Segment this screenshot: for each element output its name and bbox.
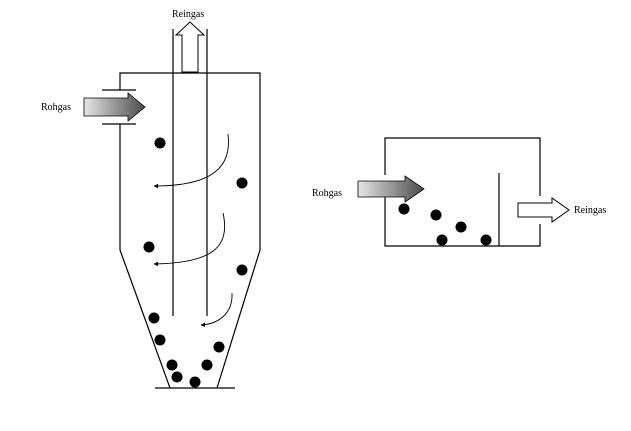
settling-chamber: Rohgas Reingas	[312, 137, 606, 247]
dust-particle	[148, 312, 160, 324]
dust-particle	[143, 241, 155, 253]
chamber-inlet-label: Rohgas	[312, 188, 342, 199]
dust-particle	[236, 264, 248, 276]
chamber-walls	[384, 137, 541, 247]
chamber-outlet-label: Reingas	[574, 205, 606, 216]
dust-particle	[436, 234, 448, 246]
cyclone-particles	[143, 137, 248, 388]
dust-particle	[189, 376, 201, 388]
cyclone-left-wall	[119, 124, 171, 389]
dust-particle	[430, 209, 442, 221]
dust-particle	[480, 234, 492, 246]
chamber-top-wall	[384, 137, 541, 196]
chamber-bottom-wall	[384, 190, 541, 247]
dust-particle	[213, 341, 225, 353]
cyclone-right-wall	[119, 72, 261, 389]
cyclone-swirl-arrows	[153, 133, 233, 328]
cyclone-inlet-arrow	[83, 92, 146, 122]
swirl-arrow	[200, 292, 233, 328]
swirl-arrow	[153, 133, 229, 189]
dust-particle	[154, 137, 166, 149]
dust-particle	[236, 177, 248, 189]
dust-particle	[166, 359, 178, 371]
chamber-particles	[398, 203, 492, 246]
cyclone-inlet-label: Rohgas	[41, 102, 71, 113]
cyclone-outlet-label: Reingas	[172, 9, 204, 20]
cyclone-vortex-finder	[172, 29, 208, 316]
dust-particle	[154, 334, 166, 346]
dust-particle	[201, 359, 213, 371]
cyclone-separator: Rohgas Reingas	[41, 9, 261, 389]
swirl-arrow	[153, 212, 225, 267]
dust-particle	[398, 203, 410, 215]
cyclone-body	[119, 72, 261, 389]
dust-particle	[171, 371, 183, 383]
chamber-outlet-arrow	[517, 197, 570, 223]
cyclone-outlet-arrow	[174, 21, 206, 73]
cyclone-inlet-pipe	[102, 89, 136, 125]
dust-particle	[455, 221, 467, 233]
chamber-inlet-arrow	[357, 175, 425, 203]
